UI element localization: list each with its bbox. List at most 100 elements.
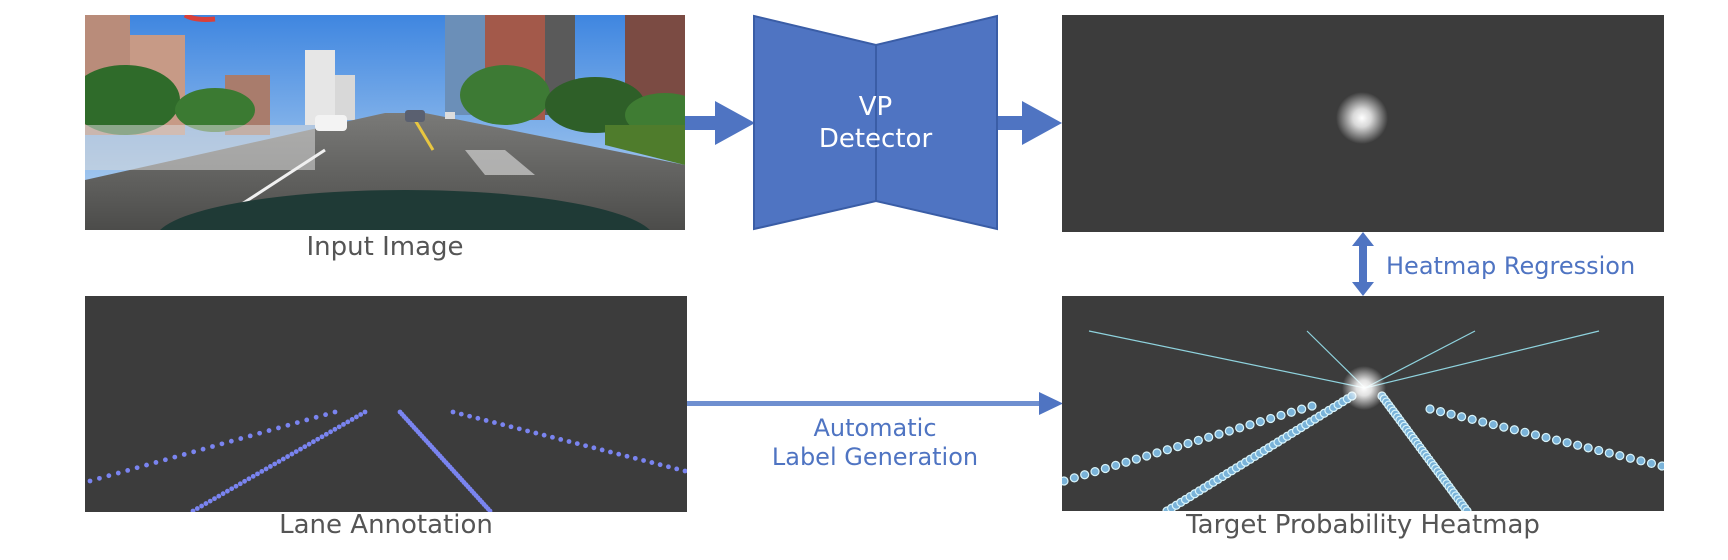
lane-dot [525,428,530,434]
heatmap-lane-dot [1266,413,1276,424]
lane-dot [237,481,243,487]
heatmap-lane-dot [1255,417,1265,427]
lane-dot [315,436,321,442]
lane-dot [289,451,295,457]
lane-dot [304,417,310,423]
lane-dot [280,456,286,462]
heatmap-lane-dot [1111,460,1121,470]
heatmap-lane-dot [1615,451,1625,461]
lane-annotation-panel [85,296,687,512]
right-arrow-icon [687,392,1063,415]
lane-dot [616,451,622,457]
lane-dot [219,441,225,447]
detector-label-line1: VP [858,92,893,122]
detector-label-line2: Detector [818,124,933,154]
lane-dot [341,421,346,427]
lane-dot [272,461,278,467]
heatmap-lane-dot [1520,427,1530,437]
heatmap-lane-dot [1625,453,1635,463]
lane-dot [190,508,196,512]
heatmap-lane-dot [1594,445,1604,456]
heatmap-glow [1336,92,1388,144]
lane-dot [599,447,605,453]
lane-dot [558,436,564,442]
vertical-double-arrow-icon [1352,232,1374,296]
lane-dot [450,409,456,415]
heatmap-lane-dot [1446,409,1456,419]
heatmap-lane-dot [1562,438,1572,448]
lane-dot [293,449,299,454]
heatmap-lane-dot [1297,404,1307,414]
lane-dot [467,413,472,419]
lane-dot [608,449,613,455]
lane-dot [106,473,112,479]
heatmap-regression-label: Heatmap Regression [1386,252,1636,280]
lane-dot [181,452,187,457]
heatmap-lane-dot [1193,435,1203,445]
lane-dot [533,430,539,436]
lane-dot [323,412,328,418]
lane-dot [323,431,329,437]
lane-dot [550,434,555,440]
heatmap-lane-dot [1573,440,1583,450]
lane-dot [203,501,209,506]
lane-dot [566,439,572,444]
lane-dot [657,462,663,468]
lane-dot [641,458,646,463]
lane-dot [216,493,222,499]
lane-dot [207,498,213,504]
heatmap-lane-dot [1235,423,1245,433]
heatmap-lane-dot [1224,426,1234,436]
lane-dot [354,414,359,420]
lane-dot [194,506,200,511]
input-image-panel [85,15,685,230]
lane-dot [319,434,325,440]
lane-dot [311,439,316,445]
lane-dot [210,444,215,449]
lane-dot [200,446,206,452]
heatmap-lane-dot [1183,438,1193,449]
lane-dot [516,426,522,432]
heatmap-lane-dot [1100,463,1110,474]
lane-dot [238,436,244,441]
lane-dot [682,468,687,474]
lane-dot [591,445,597,451]
heatmap-lane-dot [1152,448,1162,458]
heatmap-lane-dot [1142,451,1152,461]
lane-dot [191,449,197,455]
lane-dot [332,409,338,415]
lane-dot [276,459,282,464]
lane-dot [242,478,248,484]
auto-label-line1: Automatic [813,414,937,442]
lane-dot [674,466,680,472]
heatmap-lane-dot [1080,470,1090,480]
lane-dot [97,475,102,481]
lane-dot [134,465,140,471]
lane-dot [574,441,580,447]
heatmap-lane-dot [1462,506,1472,511]
heatmap-lane-dot [1214,429,1224,439]
lane-dot [541,432,547,438]
lane-dot [336,424,342,430]
lane-dot [492,420,497,425]
lane-dot [259,469,265,474]
lane-dot [225,488,230,494]
lane-dot [285,422,291,428]
lane-dot [162,457,168,463]
lane-dot [268,464,273,469]
heatmap-lane-dot [1090,467,1100,477]
lane-dot [229,486,235,492]
lane-dot [153,460,159,465]
lane-dot [475,415,481,421]
heatmap-lane-dot [1457,412,1467,422]
heatmap-lane-dot [1478,417,1488,427]
lane-dot [115,470,121,476]
heatmap-lane-dot [1425,404,1435,414]
lane-dot [172,454,178,460]
lane-dot [349,417,355,422]
lane-dot [666,464,671,470]
heatmap-lane-dot [1069,473,1079,483]
lane-dot [233,483,239,489]
heatmap-lane-dot [1307,401,1317,411]
target-heatmap-caption: Target Probability Heatmap [1186,510,1540,540]
